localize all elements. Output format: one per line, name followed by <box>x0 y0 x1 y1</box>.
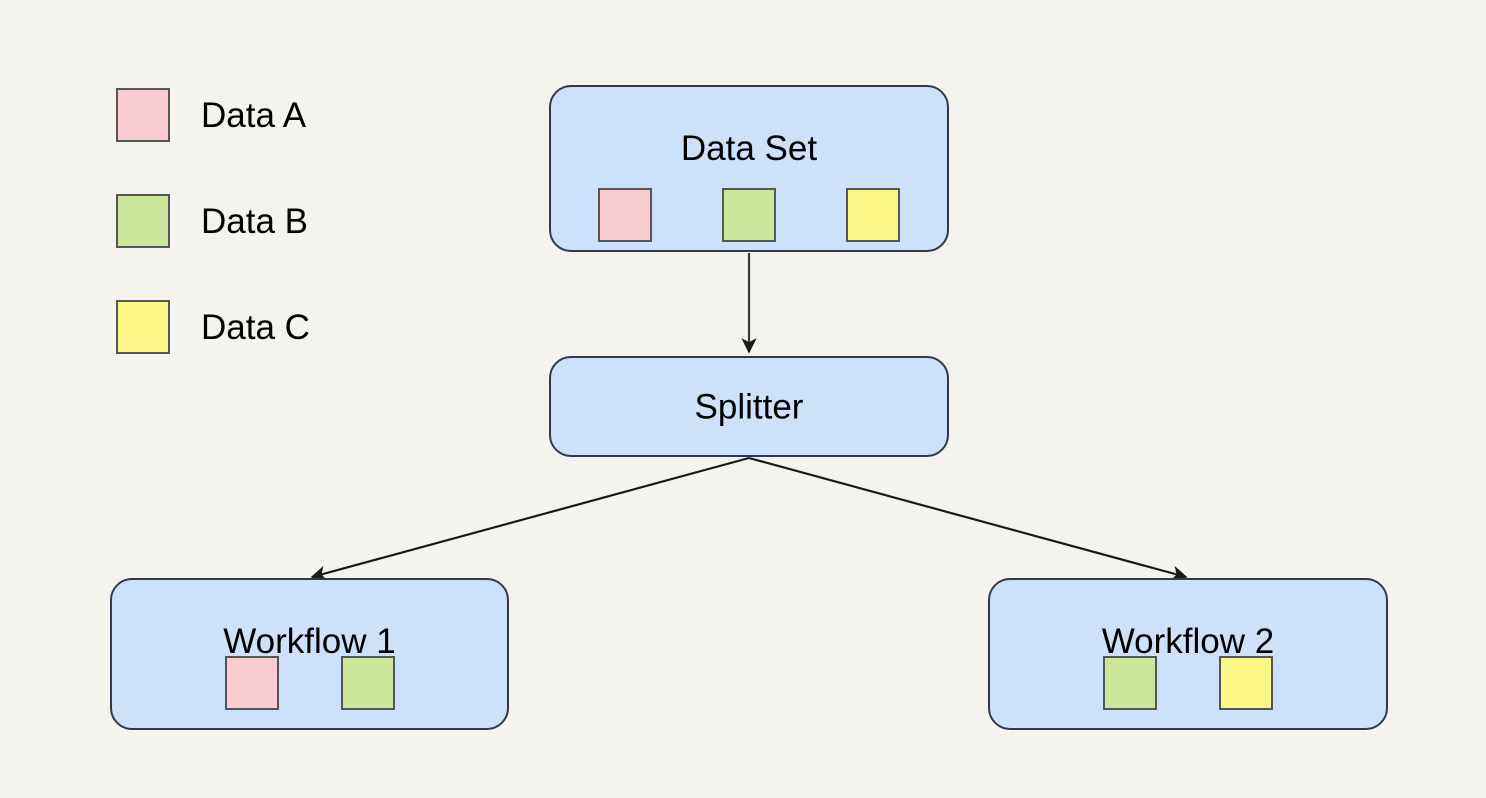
node-workflow-2-chips <box>990 656 1386 710</box>
chip-data-b <box>722 188 776 242</box>
node-workflow-2[interactable]: Workflow 2 <box>988 578 1388 730</box>
legend-item-data-a: Data A <box>116 88 310 142</box>
legend-swatch-data-a <box>116 88 170 142</box>
node-splitter[interactable]: Splitter <box>549 356 949 457</box>
node-data-set[interactable]: Data Set <box>549 85 949 252</box>
node-workflow-1[interactable]: Workflow 1 <box>110 578 509 730</box>
chip-data-b <box>341 656 395 710</box>
legend-label-data-b: Data B <box>201 204 308 239</box>
chip-data-a <box>225 656 279 710</box>
chip-data-c <box>1219 656 1273 710</box>
legend-item-data-b: Data B <box>116 194 310 248</box>
legend-item-data-c: Data C <box>116 300 310 354</box>
node-data-set-chips <box>551 188 947 242</box>
legend: Data A Data B Data C <box>116 88 310 354</box>
chip-data-a <box>598 188 652 242</box>
legend-label-data-c: Data C <box>201 310 310 345</box>
legend-swatch-data-b <box>116 194 170 248</box>
node-data-set-title: Data Set <box>551 131 947 166</box>
node-workflow-1-title: Workflow 1 <box>112 624 507 659</box>
chip-data-c <box>846 188 900 242</box>
node-workflow-1-chips <box>112 656 507 710</box>
legend-swatch-data-c <box>116 300 170 354</box>
edge-splitter-to-workflow1 <box>312 458 749 577</box>
legend-label-data-a: Data A <box>201 98 306 133</box>
node-splitter-title: Splitter <box>551 389 947 424</box>
node-workflow-2-title: Workflow 2 <box>990 624 1386 659</box>
edge-splitter-to-workflow2 <box>749 458 1186 577</box>
chip-data-b <box>1103 656 1157 710</box>
